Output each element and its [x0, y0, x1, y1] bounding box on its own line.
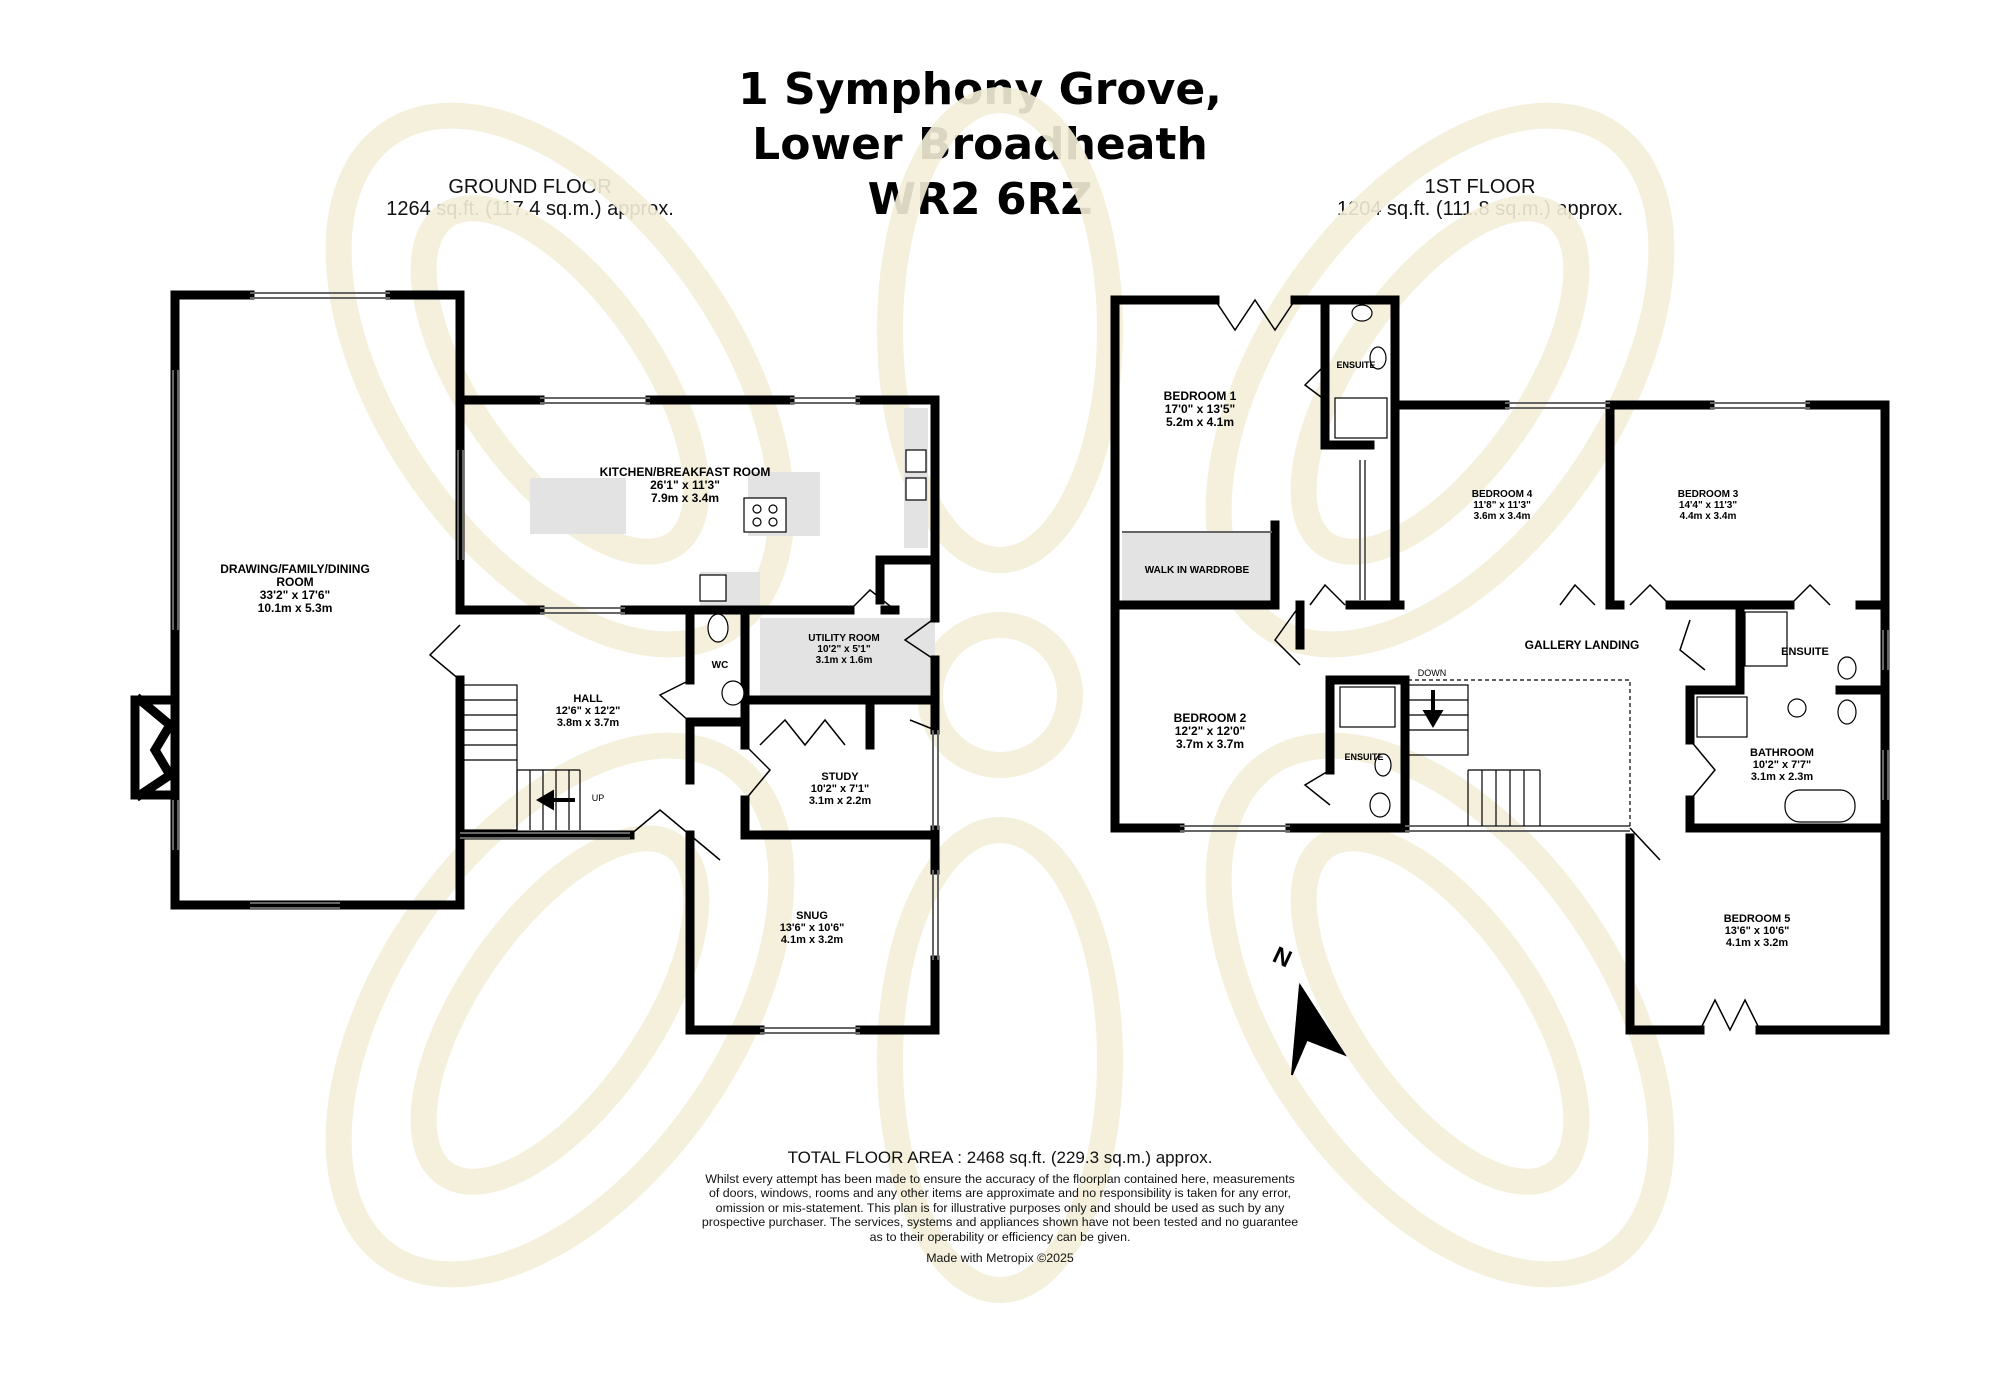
gallery-landing-name: GALLERY LANDING [1525, 638, 1640, 652]
disclaimer: Whilst every attempt has been made to en… [660, 1172, 1340, 1244]
ensuite1-basin-icon [1369, 346, 1387, 370]
sink-icon [905, 449, 927, 473]
north-compass [1291, 982, 1347, 1076]
kitchen-fixtures [530, 449, 927, 706]
ensuite1-shower-icon [1334, 397, 1388, 439]
bedroom5-name: BEDROOM 5 [1724, 913, 1791, 925]
property-address-title: 1 Symphony Grove, Lower Broadheath WR2 6… [700, 62, 1260, 227]
wc-basin-icon [721, 680, 745, 706]
bathroom-toilet-icon [1837, 699, 1857, 725]
bedroom4-metric: 3.6m x 3.4m [1474, 511, 1531, 522]
study-imperial: 10'2" x 7'1" [811, 783, 869, 795]
drawing-room-imperial: 33'2" x 17'6" [260, 588, 330, 602]
study-metric: 3.1m x 2.2m [809, 795, 872, 807]
first-floor-windows [1122, 402, 1889, 832]
first-floor-doors [1214, 298, 1831, 1032]
compass-north-label: N [1269, 942, 1296, 974]
dining-table [530, 478, 626, 534]
bedroom3-name: BEDROOM 3 [1678, 489, 1739, 500]
ensuite2-toilet-icon [1369, 792, 1391, 818]
kitchen-metric: 7.9m x 3.4m [651, 491, 719, 505]
snug-name: SNUG [796, 910, 828, 922]
ground-floor-plan [130, 290, 940, 1035]
hall-name: HALL [573, 693, 603, 705]
ground-floor-title: GROUND FLOOR [448, 176, 612, 198]
bathroom-imperial: 10'2" x 7'7" [1753, 759, 1811, 771]
stair-up-label: UP [592, 793, 605, 803]
wc-name: WC [712, 660, 729, 671]
ensuite2-name: ENSUITE [1344, 752, 1383, 762]
disclaimer-line: of doors, windows, rooms and any other i… [709, 1186, 1291, 1201]
watermark-logo [325, 87, 1675, 1303]
address-line-2: Lower Broadheath [752, 119, 1208, 170]
first-floor-plan [1110, 295, 1890, 1035]
total-floor-area: TOTAL FLOOR AREA : 2468 sq.ft. (229.3 sq… [787, 1148, 1213, 1167]
bedroom4-name: BEDROOM 4 [1472, 489, 1533, 500]
ground-floor-windows [172, 292, 939, 1034]
snug-metric: 4.1m x 3.2m [781, 934, 844, 946]
disclaimer-line: Whilst every attempt has been made to en… [705, 1172, 1295, 1186]
drawing-room-name-2: ROOM [276, 575, 313, 589]
bedroom1-metric: 5.2m x 4.1m [1166, 415, 1234, 429]
wc-toilet-icon [707, 613, 729, 643]
wardrobe-fill [1122, 532, 1272, 604]
hall-metric: 3.8m x 3.7m [557, 717, 620, 729]
ground-floor-doors [428, 588, 936, 861]
kitchen-name: KITCHEN/BREAKFAST ROOM [600, 465, 771, 479]
bathroom-metric: 3.1m x 2.3m [1751, 771, 1814, 783]
fridge-icon [699, 574, 727, 602]
bathroom-shower-icon [1696, 696, 1748, 738]
bedroom3-imperial: 14'4" x 11'3" [1679, 500, 1737, 511]
ensuite3-name: ENSUITE [1781, 646, 1829, 658]
utility-metric: 3.1m x 1.6m [816, 655, 873, 666]
stair-up-arrow [536, 789, 575, 811]
ensuite3-toilet-icon [1837, 656, 1857, 680]
hall-imperial: 12'6" x 12'2" [556, 705, 621, 717]
stair-down-arrow [1422, 690, 1444, 728]
first-floor-title: 1ST FLOOR [1424, 176, 1536, 198]
ground-floor-stairs [461, 684, 581, 831]
bedroom1-name: BEDROOM 1 [1164, 389, 1237, 403]
ensuite1-name: ENSUITE [1336, 360, 1375, 370]
disclaimer-line: prospective purchaser. The services, sys… [701, 1215, 1299, 1230]
bedroom3-metric: 4.4m x 3.4m [1680, 511, 1737, 522]
ensuite2-shower-icon [1339, 686, 1396, 728]
first-floor-stairs [1407, 679, 1631, 828]
stair-down-label: DOWN [1418, 668, 1447, 678]
first-floor-fixtures [1334, 304, 1857, 823]
ground-floor-walls [130, 290, 940, 1035]
bathroom-name: BATHROOM [1750, 747, 1814, 759]
ensuite1-toilet-icon [1351, 304, 1373, 322]
ensuite3-shower-icon [1744, 611, 1788, 667]
disclaimer-line: omission or mis-statement. This plan is … [715, 1200, 1285, 1215]
bedroom5-metric: 4.1m x 3.2m [1726, 937, 1789, 949]
drawing-room-metric: 10.1m x 5.3m [258, 601, 333, 615]
drawing-room-name-1: DRAWING/FAMILY/DINING [220, 562, 370, 576]
kitchen-imperial: 26'1" x 11'3" [650, 478, 720, 492]
bathroom-basin-icon [1787, 698, 1807, 718]
first-floor-walls [1110, 295, 1890, 1035]
bedroom2-metric: 3.7m x 3.7m [1176, 737, 1244, 751]
disclaimer-line: as to their operability or efficiency ca… [869, 1229, 1131, 1244]
made-with-credit: Made with Metropix ©2025 [926, 1251, 1074, 1265]
bath-tub-icon [1784, 789, 1856, 823]
utility-imperial: 10'2" x 5'1" [817, 644, 870, 655]
kitchen-worktops [700, 408, 935, 696]
wardrobe-name: WALK IN WARDROBE [1145, 565, 1250, 576]
bedroom5-imperial: 13'6" x 10'6" [1725, 925, 1790, 937]
bedroom4-imperial: 11'8" x 11'3" [1473, 500, 1531, 511]
study-name: STUDY [821, 771, 859, 783]
bedroom1-imperial: 17'0" x 13'5" [1165, 402, 1235, 416]
bedroom2-name: BEDROOM 2 [1174, 711, 1247, 725]
utility-name: UTILITY ROOM [808, 633, 879, 644]
bedroom2-imperial: 12'2" x 12'0" [1175, 724, 1245, 738]
ensuite2-basin-icon [1374, 753, 1392, 777]
hob-icon [743, 497, 787, 533]
snug-imperial: 13'6" x 10'6" [780, 922, 845, 934]
